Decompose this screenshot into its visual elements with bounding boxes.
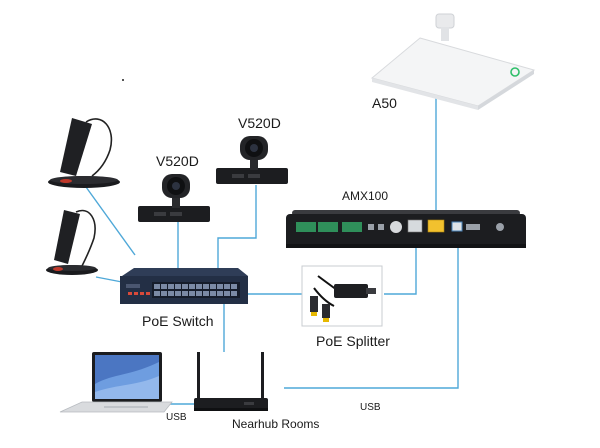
v520d-right-camera [216, 136, 288, 184]
wire-router-amx100 [284, 233, 459, 389]
antenna-left-icon [197, 352, 200, 402]
amx100-label: AMX100 [342, 189, 388, 203]
nearhub-rooms-label: Nearhub Rooms [232, 417, 319, 431]
v520d-right-label: V520D [238, 115, 281, 131]
usb-left-label: USB [166, 412, 187, 423]
status-led-icon [510, 67, 520, 77]
a50-label: A50 [372, 95, 397, 111]
power-knob-icon [390, 221, 402, 233]
mic-stand-bottom [46, 209, 98, 275]
nearhub-router-device [194, 352, 268, 411]
usb-right-label: USB [360, 402, 381, 413]
router-icon [194, 398, 268, 410]
usb-port-icon [451, 221, 463, 232]
wire-v520d-right-switch [217, 185, 257, 275]
poe-splitter-device [301, 265, 383, 327]
ceiling-mount-icon [435, 13, 455, 29]
microphone-stand-icon [54, 210, 80, 264]
switch-port-leds [128, 292, 150, 295]
connection-wires [85, 96, 459, 405]
wire-mic-bottom-switch [95, 276, 123, 283]
stray-dot [122, 79, 124, 81]
wire-splitter-amx100 [384, 236, 417, 295]
ethernet-port-icon [407, 219, 423, 233]
poe-switch-label: PoE Switch [142, 313, 214, 329]
laptop-device [59, 352, 173, 413]
switch-port-row [154, 284, 237, 296]
v520d-left-label: V520D [156, 153, 199, 169]
poe-switch-device [120, 268, 248, 304]
poe-splitter-label: PoE Splitter [316, 333, 390, 349]
a50-ceiling-mic [370, 13, 536, 110]
antenna-right-icon [261, 352, 264, 402]
mic-stand-top [48, 118, 120, 188]
phoenix-connectors [296, 222, 362, 232]
poe-port-icon [427, 219, 445, 233]
wire-mic-top-switch [85, 186, 136, 256]
v520d-left-camera [138, 174, 210, 222]
amx100-device [286, 210, 526, 248]
microphone-stand-icon [60, 118, 92, 176]
poe-splitter-icon [334, 284, 368, 298]
